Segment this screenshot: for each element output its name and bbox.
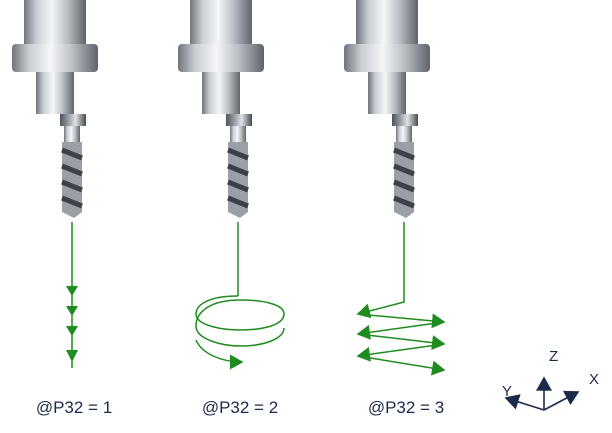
end-mill-2 [227,142,249,218]
axis-z-label: Z [549,348,559,365]
axis-y-label: Y [502,383,513,400]
mode-label-2: @P32 = 2 [201,398,279,417]
axis-x-label: X [589,371,600,388]
toolpath-zigzag [356,222,446,376]
end-mill-1 [61,142,83,218]
spindle-tool-2 [178,0,264,218]
toolpath-helix [195,222,285,370]
spindle-tool-3 [344,0,430,218]
coordinate-axes [504,376,580,411]
spindle-tool-1 [12,0,98,218]
mode-label-1: @P32 = 1 [35,398,113,417]
toolpath-plunge [66,222,78,368]
mode-label-3: @P32 = 3 [367,398,445,417]
end-mill-3 [393,142,415,218]
